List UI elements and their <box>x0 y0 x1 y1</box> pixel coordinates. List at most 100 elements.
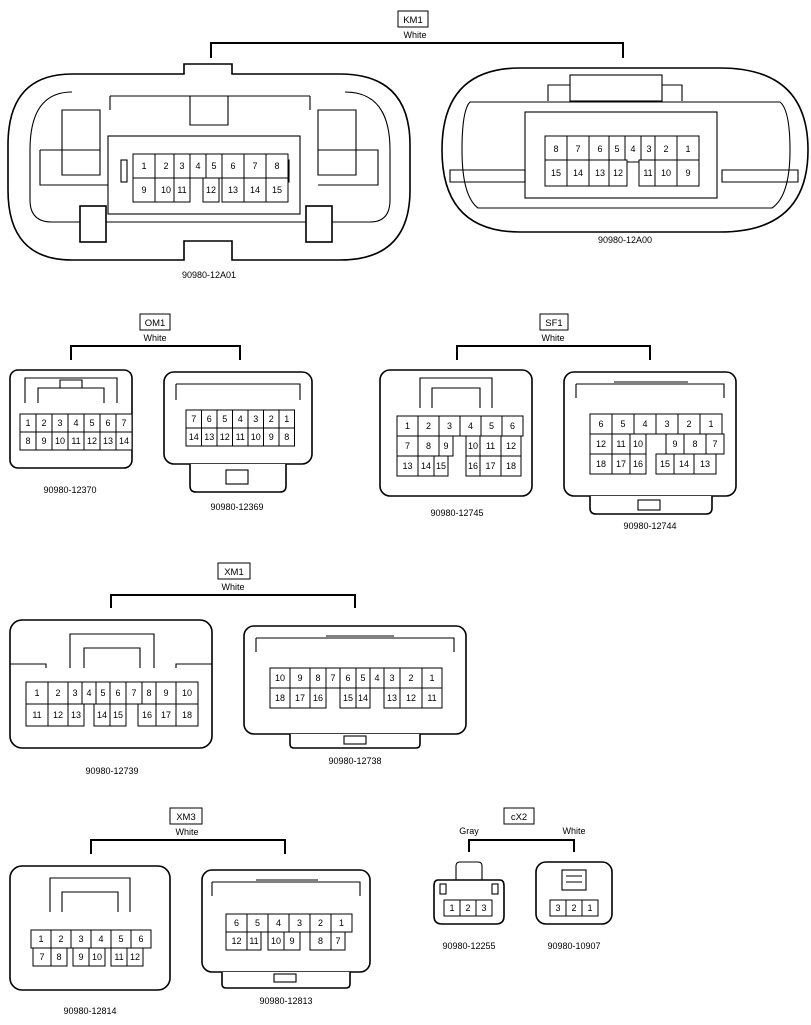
pin-number: 8 <box>553 144 558 154</box>
pin-cell: 18 <box>175 703 199 727</box>
part-number: 90980-12369 <box>210 502 263 512</box>
pin-cell: 9 <box>263 427 280 447</box>
pin-number: 7 <box>252 161 257 171</box>
pin-cell: 5 <box>608 135 626 163</box>
pin-number: 1 <box>685 144 690 154</box>
pin-number: 4 <box>374 673 379 683</box>
pin-number: 17 <box>616 459 626 469</box>
pin-number: 1 <box>38 934 43 944</box>
pin-number: 11 <box>249 936 258 946</box>
pin-cell: 14 <box>566 159 590 187</box>
part-number: 90980-12739 <box>85 766 138 776</box>
pin-number: 5 <box>489 421 494 431</box>
pin-cell: 10 <box>267 931 285 951</box>
pin-number: 6 <box>345 673 350 683</box>
color-label-xm3: White <box>175 827 198 837</box>
pin-number: 10 <box>271 936 281 946</box>
pin-cell-box <box>67 703 85 727</box>
pin-number: 10 <box>161 185 171 195</box>
pin-number: 3 <box>481 903 486 913</box>
pin-number: 7 <box>575 144 580 154</box>
pin-cell: 12 <box>225 931 248 951</box>
side-lug-left <box>439 883 447 895</box>
tag-box-xm1 <box>217 562 251 580</box>
pin-cell: 8 <box>19 431 37 451</box>
pairing-line-xm3 <box>90 839 286 854</box>
group-cx2: cX2 Gray White 90980-12255 90980-10907 <box>433 807 613 951</box>
housing-inner-wall <box>29 91 391 223</box>
pin-cell: 6 <box>588 135 612 163</box>
pin-cell: 12 <box>202 177 220 203</box>
pin-cell: 14 <box>355 687 371 709</box>
pin-cell-box <box>500 455 522 477</box>
pin-number: 14 <box>421 461 431 471</box>
bottom-lock <box>189 464 287 493</box>
pin-cell: 16 <box>629 453 647 475</box>
pin-number: 12 <box>596 439 606 449</box>
pin-cell: 14 <box>673 453 695 475</box>
pin-cell: 14 <box>243 177 267 203</box>
pin-number: 1 <box>587 903 592 913</box>
pin-cell: 3 <box>438 415 461 437</box>
part-number: 90980-12738 <box>328 756 381 766</box>
pin-number: 7 <box>405 441 410 451</box>
pin-cell: 7 <box>115 413 133 433</box>
pin-cell: 4 <box>459 415 482 437</box>
pin-cell: 9 <box>35 431 53 451</box>
pin-number: 10 <box>468 441 478 451</box>
pin-cell: 2 <box>654 135 678 163</box>
pin-cell: 16 <box>465 455 481 477</box>
pin-cell: 10 <box>654 159 678 187</box>
pin-number: 1 <box>34 688 39 698</box>
pin-cell: 15 <box>433 455 449 477</box>
pin-cell: 6 <box>589 413 613 435</box>
pin-number: 1 <box>449 903 454 913</box>
pin-number: 2 <box>408 673 413 683</box>
pin-number: 3 <box>57 418 62 428</box>
pin-number: 17 <box>161 710 171 720</box>
pin-cell: 4 <box>90 929 112 949</box>
pin-number: 14 <box>250 185 260 195</box>
pin-number: 4 <box>86 688 91 698</box>
pin-cell: 14 <box>93 703 111 727</box>
pin-cell: 15 <box>544 159 568 187</box>
pin-cell-box <box>246 931 262 951</box>
pin-cell-box <box>50 947 68 967</box>
pin-cell: 7 <box>330 931 346 951</box>
pin-cell: 2 <box>309 913 332 933</box>
pin-number: 8 <box>274 161 279 171</box>
part-number: 90980-12744 <box>623 521 676 531</box>
pin-number: 2 <box>163 161 168 171</box>
pin-number: 11 <box>486 441 495 451</box>
pin-cell: 8 <box>50 947 68 967</box>
pin-number: 15 <box>343 693 353 703</box>
bottom-lock <box>289 734 421 749</box>
pin-cell-box <box>283 931 301 951</box>
pin-number: 15 <box>436 461 446 471</box>
pairing-line-cx2 <box>468 839 575 852</box>
pin-cell: 15 <box>109 703 127 727</box>
pin-cell-box <box>309 687 327 709</box>
pin-cell: 14 <box>417 455 435 477</box>
pin-cell: 15 <box>265 177 289 203</box>
tag-label-xm3: XM3 <box>176 812 196 823</box>
pin-cell-box <box>173 177 191 203</box>
pin-cell: 11 <box>421 687 443 709</box>
pin-number: 17 <box>295 693 305 703</box>
pin-number: 4 <box>468 421 473 431</box>
pin-cell-box <box>202 177 220 203</box>
pin-number: 13 <box>103 436 113 446</box>
pin-number: 5 <box>360 673 365 683</box>
side-ribs <box>39 149 379 186</box>
pin-number: 8 <box>146 688 151 698</box>
pin-number: 15 <box>272 185 282 195</box>
pin-cell: 17 <box>479 455 502 477</box>
pin-number: 11 <box>32 710 41 720</box>
pin-cell: 6 <box>501 415 524 437</box>
pin-cell: 3 <box>475 899 493 917</box>
part-number: 90980-12255 <box>442 941 495 951</box>
bottom-lock <box>221 972 351 989</box>
pin-cell: 8 <box>683 433 707 455</box>
pin-cell: 1 <box>25 681 49 705</box>
pin-number: 2 <box>41 418 46 428</box>
